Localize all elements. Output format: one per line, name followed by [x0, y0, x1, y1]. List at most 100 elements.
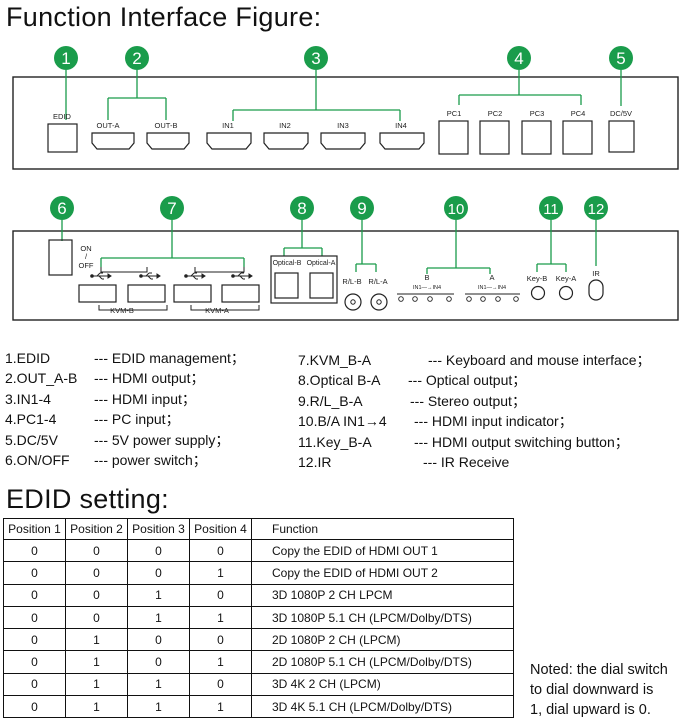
rl-b-jack [344, 293, 362, 311]
callout-badge-number: 12 [588, 201, 605, 218]
usb-a2-port [221, 284, 260, 303]
edid-function-cell: 3D 1080P 2 CH LPCM [251, 583, 514, 607]
pc3-port [521, 120, 552, 155]
usb-b1-port [78, 284, 117, 303]
edid-setting-title: EDID setting: [6, 484, 169, 514]
callout-badge-number: 2 [132, 49, 141, 68]
rear-panel [12, 230, 679, 321]
callout-badge-4 [507, 46, 531, 70]
callout-badge-number: 9 [357, 199, 366, 218]
callout-badge-8 [290, 196, 314, 220]
label-off: OFF [79, 261, 94, 270]
hdmi-in3-port [320, 132, 366, 150]
callout-badge-10 [444, 196, 468, 220]
description-text: --- Keyboard and mouse interface； [428, 352, 651, 368]
label-indicator-b: B [424, 273, 429, 282]
hdmi-out-a-port [91, 132, 135, 150]
dial-position-cell: 1 [65, 650, 128, 674]
optical-a-port [309, 272, 334, 299]
pc-ports [438, 120, 593, 155]
dial-position-cell: 1 [189, 605, 252, 630]
dial-position-cell: 1 [65, 695, 128, 719]
dial-position-cell: 0 [189, 583, 252, 607]
edid-header-cell: Position 4 [189, 518, 252, 540]
rear-leader-lines [61, 220, 597, 274]
ir-receiver [588, 279, 604, 301]
label-indicator-a: A [489, 273, 494, 282]
label-dc5v: DC/5V [610, 109, 632, 118]
edid-header-cell: Function [251, 518, 514, 540]
dial-position-cell: 0 [65, 605, 128, 630]
function-interface-title: Function Interface Figure: [6, 2, 322, 32]
hdmi-in-ports [206, 132, 425, 150]
callout-badge-9 [350, 196, 374, 220]
description-item: 1.EDID [5, 350, 51, 366]
rl-b-jack-core [350, 299, 356, 305]
description-text: --- HDMI output； [94, 370, 205, 387]
dial-position-cell: 0 [3, 538, 66, 563]
callout-badge-3 [304, 46, 328, 70]
description-row: 8.Optical B-A--- Optical output； [298, 370, 651, 390]
description-item: 2.OUT_A-B [5, 370, 78, 387]
callout-badge-number: 4 [514, 49, 523, 68]
callout-badge-number: 3 [311, 49, 320, 68]
key-b-button [530, 285, 546, 301]
dial-position-cell: 0 [127, 628, 190, 652]
usb-icon [184, 272, 206, 280]
hdmi-out-ports [91, 132, 190, 150]
description-list-left: 1.EDID--- EDID management；2.OUT_A-B--- H… [5, 348, 245, 470]
callout-badge-11 [539, 196, 563, 220]
usb-icon [139, 272, 161, 280]
dial-position-cell: 0 [3, 628, 66, 652]
kvm-brackets [98, 267, 260, 311]
description-text: --- HDMI input indicator； [414, 413, 573, 430]
dial-position-cell: 0 [65, 538, 128, 563]
label-kvm-a: KVM-A [205, 306, 229, 315]
pc1-port [438, 120, 469, 155]
label-in1: IN1 [222, 121, 234, 130]
description-row: 3.IN1-4 --- HDMI input； [5, 389, 245, 409]
interface-diagram: EDID OUT-A OUT-B IN1 IN2 IN3 IN4 PC1 PC2… [12, 46, 679, 321]
hdmi-in1-port [206, 132, 252, 150]
description-item: 8.Optical B-A [298, 372, 381, 389]
description-text: --- HDMI output switching button； [414, 433, 629, 450]
dial-position-cell: 0 [127, 650, 190, 674]
usb-icon [90, 272, 112, 280]
dial-position-cell: 0 [65, 583, 128, 607]
edid-function-cell: 2D 1080P 2 CH (LPCM) [251, 628, 514, 652]
label-rl-a: R/L-A [368, 277, 387, 286]
dial-position-cell: 0 [189, 538, 252, 563]
callout-badge-2 [125, 46, 149, 70]
description-item: 3.IN1-4 [5, 390, 51, 407]
label-indicator-range-a: IN1—→IN4 [478, 285, 506, 291]
usb-icon [231, 272, 253, 280]
dial-position-cell: 1 [127, 695, 190, 719]
hdmi-in4-port [379, 132, 425, 150]
dial-position-cell: 0 [65, 561, 128, 585]
label-key-a: Key-A [556, 274, 576, 283]
usb-icons [90, 272, 253, 280]
callout-badge-number: 7 [167, 199, 176, 218]
label-pc2: PC2 [488, 109, 503, 118]
description-text: --- Stereo output； [410, 392, 526, 409]
label-out-a: OUT-A [97, 121, 120, 130]
description-item: 10.B/A IN1→4 [298, 413, 387, 430]
description-text: --- HDMI input； [94, 390, 196, 407]
label-in4: IN4 [395, 121, 407, 130]
label-rl-b: R/L-B [342, 277, 361, 286]
label-kvm-b: KVM-B [110, 306, 134, 315]
description-row: 9.R/L_B-A--- Stereo output； [298, 391, 651, 411]
description-item: 11.Key_B-A [298, 433, 372, 450]
edid-function-cell: 3D 4K 2 CH (LPCM) [251, 672, 514, 697]
edid-header-cell: Position 3 [127, 518, 190, 540]
callout-badge-1 [54, 46, 78, 70]
dial-position-cell: 1 [189, 561, 252, 585]
label-pc3: PC3 [530, 109, 545, 118]
